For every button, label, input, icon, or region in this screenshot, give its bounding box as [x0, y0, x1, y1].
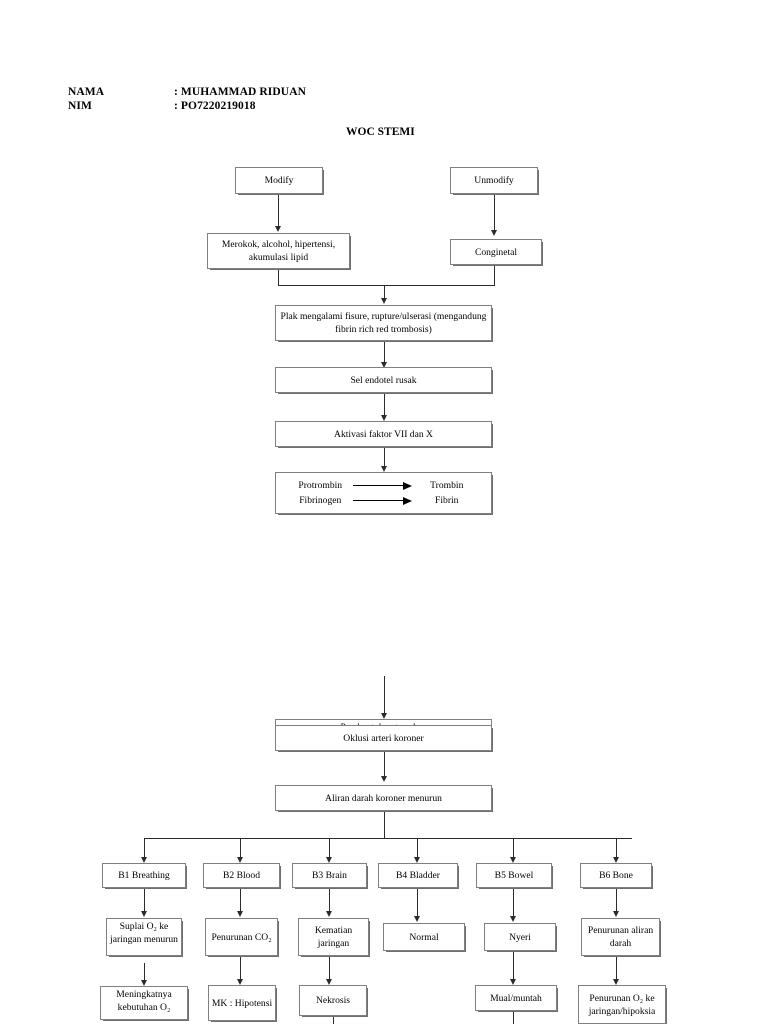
nama-label: NAMA [68, 86, 105, 98]
arrowhead-b5-l2-to-l3 [510, 979, 516, 985]
arrowhead-b5-head-to-l2 [510, 916, 516, 922]
arrowhead-bus-b5 [510, 857, 516, 863]
merge-drop-right [494, 265, 495, 285]
connector-oklusi-to-aliran [384, 751, 385, 779]
arrowhead-b6-l2-to-l3 [613, 979, 619, 985]
arrowhead-b3-head-to-l2 [326, 911, 332, 917]
node-b2-level2: Penurunan CO₂ [205, 918, 278, 956]
coag-arrow-top-icon [352, 481, 415, 490]
arrowhead-b1-l2-to-l3 [141, 980, 147, 986]
coag-arrow-bottom-icon [352, 496, 415, 505]
bus-drop-b5 [513, 838, 514, 860]
connector-b1-l2-to-l3 [144, 963, 145, 983]
connector-b4-head-to-l2 [417, 888, 418, 918]
arrowhead-plak-to-endotel [381, 362, 387, 368]
node-b1-level3: Meningkatnya kebutuhan O₂ [100, 986, 188, 1020]
node-modify: Modify [235, 167, 323, 194]
arrowhead-merge-to-plak [381, 298, 387, 304]
node-b3-level2: Kematian jaringan [298, 918, 369, 956]
connector-unmodify-to-conginetal [494, 194, 495, 232]
connector-b2-l2-to-l3 [240, 956, 241, 982]
connector-b3-head-to-l2 [329, 888, 330, 914]
arrowhead-b4-head-to-l2 [414, 916, 420, 922]
node-b2-head: B2 Blood [203, 863, 280, 888]
arrowhead-b2-head-to-l2 [237, 911, 243, 917]
node-b5-head: B5 Bowel [476, 863, 552, 888]
node-b6-head: B6 Bone [580, 863, 652, 888]
coag-fibrinogen-label: Fibrinogen [299, 495, 342, 506]
connector-coag-to-trombus [384, 676, 385, 716]
node-oklusi-arteri-koroner: Oklusi arteri koroner [275, 725, 492, 751]
arrowhead-aktivasi-to-coag [381, 466, 387, 472]
bus-drop-b3 [329, 838, 330, 860]
arrowhead-bus-b2 [237, 857, 243, 863]
merge-stem [384, 285, 385, 301]
node-b4-head: B4 Bladder [378, 863, 458, 888]
arrowhead-coag-to-trombus [381, 713, 387, 719]
connector-b5-l2-to-l3 [513, 951, 514, 981]
page-title: WOC STEMI [346, 126, 415, 138]
merge-bus [278, 285, 495, 286]
nama-value: : MUHAMMAD RIDUAN [174, 86, 307, 98]
arrowhead-b2-l2-to-l3 [237, 979, 243, 985]
node-b1-head: B1 Breathing [102, 863, 186, 888]
bus-drop-b4 [417, 838, 418, 860]
merge-drop-left [278, 269, 279, 285]
node-b3-head: B3 Brain [292, 863, 367, 888]
coag-row-protrombin-trombin: Protrombin Trombin [278, 478, 489, 493]
bus-stem [384, 811, 385, 838]
coag-row-fibrinogen-fibrin: Fibrinogen Fibrin [278, 493, 489, 508]
arrowhead-bus-b4 [414, 857, 420, 863]
connector-b3-l3-down [333, 1016, 334, 1024]
arrowhead-modify-to-risk [275, 226, 281, 232]
connector-plak-to-endotel [384, 341, 385, 365]
arrowhead-unmodify-to-conginetal [491, 230, 497, 236]
node-risk-factors: Merokok, alcohol, hipertensi, akumulasi … [207, 233, 350, 269]
arrowhead-bus-b3 [326, 857, 332, 863]
connector-endotel-to-aktivasi [384, 393, 385, 419]
coag-trombin-label: Trombin [430, 480, 464, 491]
coag-protrombin-label: Protrombin [298, 480, 343, 491]
coag-fibrin-label: Fibrin [435, 495, 459, 506]
nim-value: : PO7220219018 [174, 100, 256, 112]
arrowhead-b3-l2-to-l3 [326, 979, 332, 985]
node-sel-endotel: Sel endotel rusak [275, 367, 492, 393]
connector-b3-l2-to-l3 [329, 956, 330, 982]
node-b6-level3: Penurunan O₂ ke jaringan/hipoksia [578, 985, 666, 1024]
connector-modify-to-risk [278, 194, 279, 228]
node-conginetal: Conginetal [450, 239, 542, 265]
node-b6-level2: Penurunan aliran darah [581, 918, 660, 956]
nim-label: NIM [68, 100, 92, 112]
bus-drop-b2 [240, 838, 241, 860]
arrowhead-endotel-to-aktivasi [381, 415, 387, 421]
connector-b5-l3-down [513, 1011, 514, 1024]
node-aliran-darah-menurun: Aliran darah koroner menurun [275, 785, 492, 811]
node-coagulation-cascade: Protrombin Trombin Fibrinogen Fibrin [275, 472, 492, 514]
connector-b6-head-to-l2 [616, 888, 617, 914]
node-b5-level3: Mual/muntah [475, 985, 557, 1011]
node-aktivasi-faktor: Aktivasi faktor VII dan X [275, 421, 492, 447]
connector-b2-head-to-l2 [240, 888, 241, 914]
bus-horizontal [144, 838, 632, 839]
arrowhead-bus-b6 [613, 857, 619, 863]
node-unmodify: Unmodify [450, 167, 538, 194]
node-b2-level3: MK : Hipotensi [208, 985, 276, 1021]
node-b3-level3: Nekrosis [299, 985, 367, 1016]
connector-b6-l2-to-l3 [616, 956, 617, 982]
connector-aktivasi-to-coag [384, 447, 385, 469]
arrowhead-oklusi-to-aliran [381, 776, 387, 782]
bus-drop-b1 [144, 838, 145, 860]
bus-drop-b6 [616, 838, 617, 860]
connector-b5-head-to-l2 [513, 888, 514, 918]
arrowhead-b1-head-to-l2 [141, 911, 147, 917]
node-b4-level2: Normal [383, 923, 465, 951]
node-b1-level2: Suplai O₂ ke jaringan menurun [106, 918, 182, 956]
arrowhead-bus-b1 [141, 857, 147, 863]
node-plak: Plak mengalami fisure, rupture/ulserasi … [275, 305, 492, 341]
arrowhead-b6-head-to-l2 [613, 911, 619, 917]
node-b5-level2: Nyeri [484, 923, 556, 951]
connector-b1-head-to-l2 [144, 888, 145, 914]
